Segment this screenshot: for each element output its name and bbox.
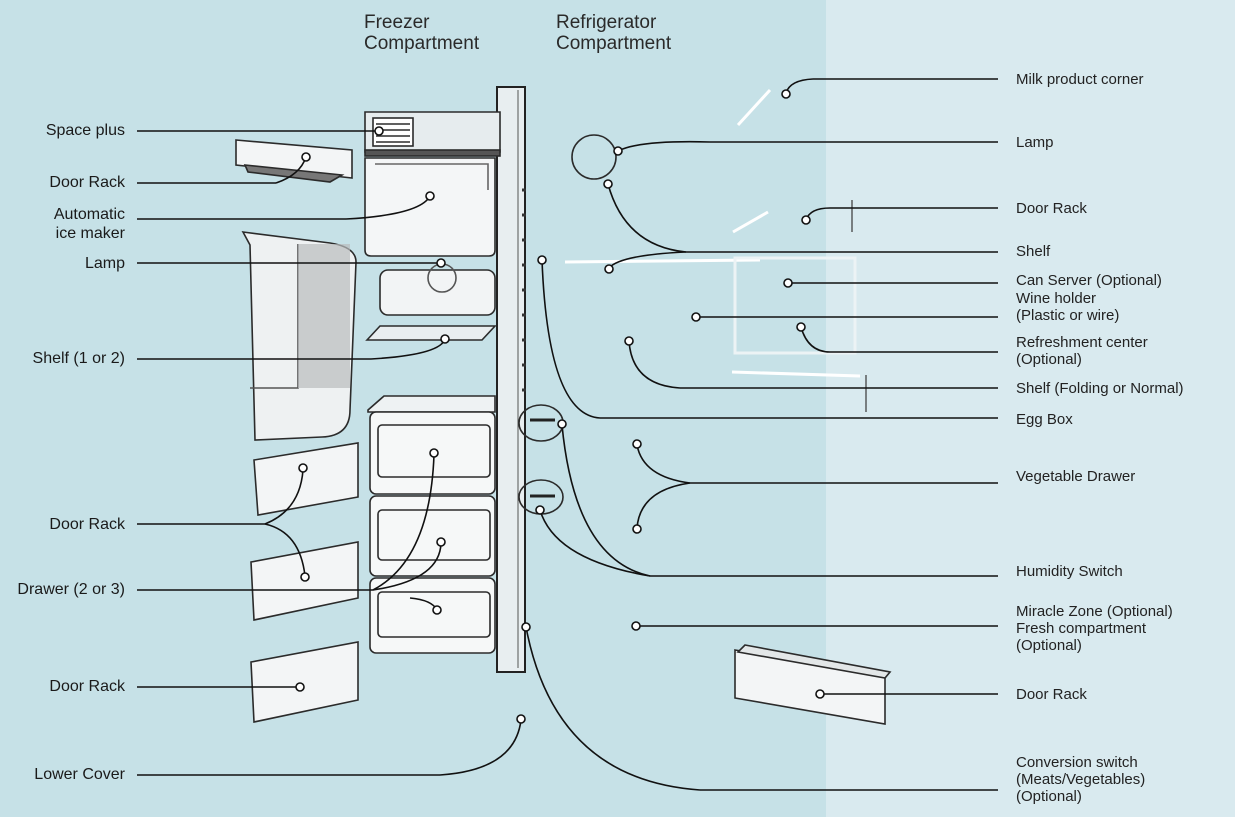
label-shelf-left: Shelf (1 or 2)	[32, 350, 125, 367]
freezer-header: Freezer Compartment	[364, 12, 480, 54]
label-door-rack-right-1: Door Rack	[1016, 200, 1087, 217]
label-refreshment-center: Refreshment center (Optional)	[1016, 334, 1148, 368]
label-drawer: Drawer (2 or 3)	[17, 581, 125, 598]
refrigerator-header: Refrigerator Compartment	[556, 12, 672, 54]
door-rack-top-left	[235, 139, 353, 183]
label-vegetable-drawer: Vegetable Drawer	[1016, 468, 1136, 485]
label-space-plus: Space plus	[45, 122, 125, 139]
ice-maker	[364, 157, 496, 257]
divider-hinges	[522, 188, 526, 392]
label-conversion-switch: Conversion switch (Meats/Vegetables) (Op…	[1016, 754, 1146, 805]
label-door-rack-2: Door Rack	[49, 516, 125, 533]
label-door-rack-right-2: Door Rack	[1016, 686, 1087, 703]
label-shelf-folding: Shelf (Folding or Normal)	[1016, 380, 1184, 397]
label-humidity-switch: Humidity Switch	[1016, 563, 1123, 580]
right-background-panel	[826, 0, 1235, 817]
left-door-bins	[250, 442, 359, 723]
freezer-lamp-tray	[379, 269, 496, 316]
callout-dots	[295, 89, 825, 724]
space-plus-unit	[364, 111, 501, 157]
label-can-server: Can Server (Optional)	[1016, 272, 1162, 289]
label-door-rack-1: Door Rack	[49, 174, 125, 191]
label-egg-box: Egg Box	[1016, 411, 1073, 428]
label-ice-maker: Automatic ice maker	[53, 206, 125, 242]
label-lamp-right: Lamp	[1016, 134, 1054, 151]
center-divider	[496, 86, 526, 673]
freezer-drawers	[367, 395, 496, 654]
label-door-rack-3: Door Rack	[49, 678, 125, 695]
label-milk-corner: Milk product corner	[1016, 71, 1144, 88]
door-rack-right	[734, 644, 892, 725]
label-miracle-zone: Miracle Zone (Optional) Fresh compartmen…	[1016, 603, 1173, 654]
label-wine-holder: Wine holder (Plastic or wire)	[1016, 290, 1120, 324]
freezer-shelf	[365, 325, 497, 341]
label-lamp-left: Lamp	[84, 255, 125, 272]
refrigerator-faint-parts	[564, 88, 861, 378]
label-lower-cover: Lower Cover	[34, 766, 125, 783]
left-leader-lines	[137, 130, 522, 776]
lamp-callout-circle	[571, 134, 617, 180]
label-shelf-right: Shelf	[1016, 243, 1051, 260]
